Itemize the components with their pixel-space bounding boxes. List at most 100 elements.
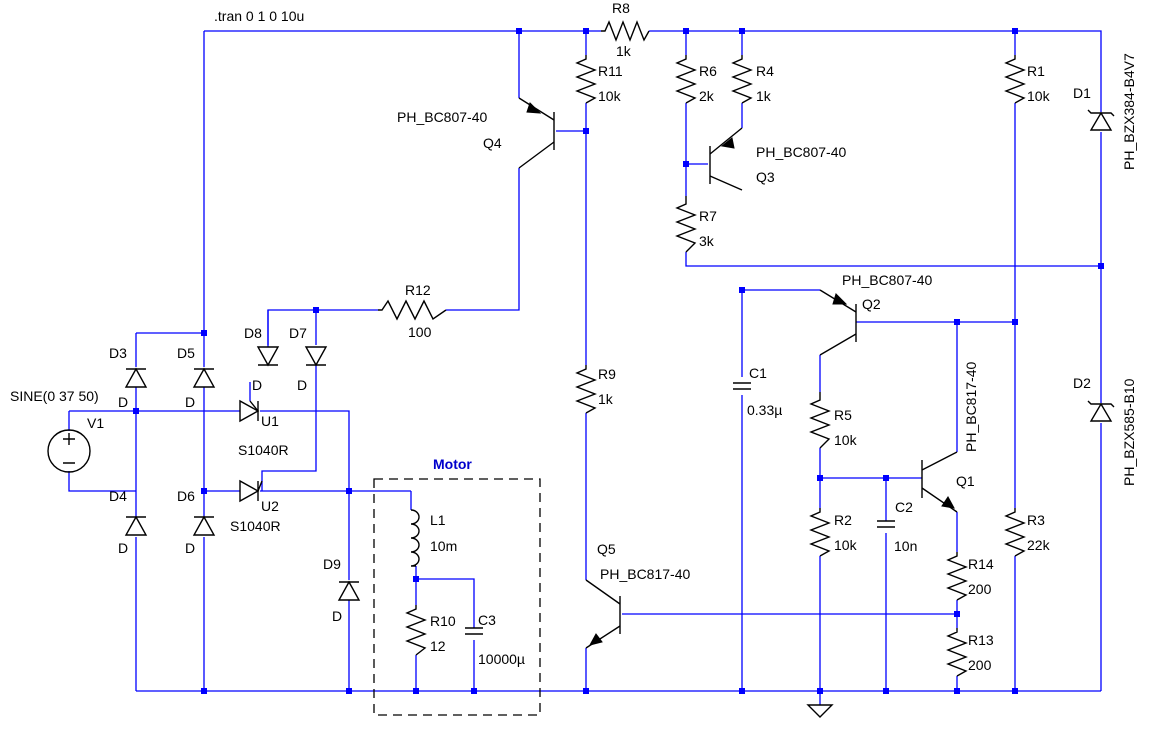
r14-ref: R14	[968, 556, 994, 572]
resistor-r11	[575, 55, 597, 104]
source-value: SINE(0 37 50)	[10, 388, 99, 404]
d2-ref: D2	[1073, 375, 1091, 391]
capacitor-c1	[733, 382, 751, 390]
resistor-r12	[378, 299, 447, 321]
c2-ref: C2	[895, 499, 913, 515]
c1-value: 0.33µ	[747, 402, 782, 418]
resistor-r2	[809, 508, 831, 557]
transistor-q4	[518, 97, 555, 169]
inductor-l1	[410, 509, 420, 567]
motor-label: Motor	[433, 456, 472, 472]
r6-ref: R6	[699, 63, 717, 79]
c1-ref: C1	[749, 365, 767, 381]
q5-ref: Q5	[597, 541, 616, 557]
q2-model: PH_BC807-40	[842, 272, 932, 288]
q5-model: PH_BC817-40	[600, 566, 690, 582]
l1-value: 10m	[430, 538, 457, 554]
u1-ref: U1	[261, 413, 279, 429]
c2-value: 10n	[894, 538, 917, 554]
c3-value: 10000µ	[478, 651, 525, 667]
d8-ref: D8	[244, 325, 262, 341]
capacitor-c3	[465, 627, 483, 635]
resistor-r13	[946, 628, 968, 677]
q3-model: PH_BC807-40	[756, 144, 846, 160]
r5-value: 10k	[834, 432, 858, 448]
r8-value: 1k	[616, 43, 632, 59]
u2-ref: U2	[261, 498, 279, 514]
r7-ref: R7	[699, 208, 717, 224]
r2-value: 10k	[834, 537, 858, 553]
r12-ref: R12	[405, 282, 431, 298]
resistor-r7	[675, 196, 697, 253]
r8-ref: R8	[612, 0, 630, 16]
d9-model: D	[332, 608, 342, 624]
diode-d8	[256, 346, 280, 367]
capacitors	[465, 382, 895, 635]
transistor-q1	[921, 451, 958, 513]
d7-ref: D7	[289, 325, 307, 341]
r10-ref: R10	[430, 613, 456, 629]
u1-model: S1040R	[238, 442, 289, 458]
capacitor-c2	[877, 520, 895, 528]
diode-d4	[124, 515, 148, 536]
r10-value: 12	[430, 638, 446, 654]
diode-d7	[304, 346, 328, 367]
zener-d2	[1087, 400, 1115, 422]
transistor-q2	[819, 289, 857, 356]
resistor-r4	[731, 55, 753, 104]
d6-ref: D6	[177, 488, 195, 504]
resistor-r8	[601, 20, 650, 42]
simulation-directive: .tran 0 1 0 10u	[214, 8, 304, 24]
voltage-source-v1	[47, 429, 91, 473]
d3-ref: D3	[109, 345, 127, 361]
r9-ref: R9	[598, 366, 616, 382]
q4-model: PH_BC807-40	[397, 109, 487, 125]
transistors	[518, 97, 958, 649]
diode-d9	[337, 580, 361, 601]
r4-value: 1k	[756, 88, 772, 104]
r12-value: 100	[408, 324, 432, 340]
r3-ref: R3	[1027, 512, 1045, 528]
r7-value: 3k	[699, 233, 715, 249]
ground-symbol	[806, 691, 834, 718]
r11-ref: R11	[598, 63, 623, 79]
resistor-r9	[575, 365, 597, 414]
d4-model: D	[118, 540, 128, 556]
resistor-r14	[946, 552, 968, 601]
diode-d3	[124, 367, 148, 388]
q1-model: PH_BC817-40	[963, 362, 979, 452]
r14-value: 200	[968, 581, 992, 597]
resistor-r10	[405, 605, 427, 656]
r5-ref: R5	[834, 407, 852, 423]
resistor-r6	[675, 55, 697, 104]
thyristor-u1	[239, 399, 260, 423]
d5-model: D	[185, 394, 195, 410]
d8-model: D	[252, 377, 262, 393]
wires	[68, 30, 1102, 692]
r2-ref: R2	[834, 512, 852, 528]
transistor-q5	[585, 579, 621, 649]
c3-ref: C3	[478, 612, 496, 628]
r9-value: 1k	[598, 391, 614, 407]
r11-value: 10k	[598, 88, 622, 104]
d1-model: PH_BZX384-B4V7	[1121, 53, 1137, 170]
r1-value: 10k	[1027, 88, 1051, 104]
r3-value: 22k	[1027, 537, 1051, 553]
q1-ref: Q1	[956, 473, 975, 489]
d7-model: D	[297, 377, 307, 393]
motor-box	[373, 478, 541, 716]
q4-ref: Q4	[483, 135, 502, 151]
resistors	[378, 20, 1026, 677]
source-ref: V1	[87, 415, 104, 431]
junctions	[133, 28, 1104, 694]
d1-ref: D1	[1073, 85, 1091, 101]
diode-d6	[192, 515, 216, 536]
diodes	[124, 109, 1115, 601]
d3-model: D	[118, 394, 128, 410]
q3-ref: Q3	[756, 169, 775, 185]
thyristor-u2	[239, 479, 263, 503]
d9-ref: D9	[323, 556, 341, 572]
r1-ref: R1	[1027, 63, 1045, 79]
